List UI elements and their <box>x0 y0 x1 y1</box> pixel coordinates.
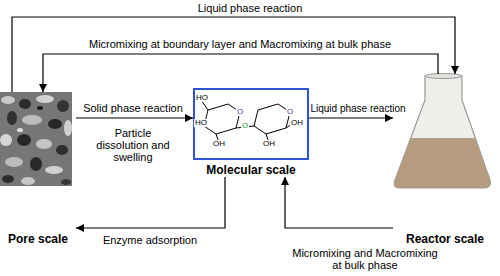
edge-label: Micromixing at boundary layer and Macrom… <box>40 38 440 50</box>
atom-label: OH <box>262 140 276 148</box>
scale-heading: Reactor scale <box>393 232 497 246</box>
scale-heading: Pore scale <box>0 232 76 246</box>
flask <box>394 74 490 189</box>
atom-label: HO <box>194 119 208 127</box>
connector-arrow <box>309 117 393 118</box>
atom-label: OH <box>212 140 226 148</box>
connector-arrow <box>285 177 393 228</box>
edge-label: Solid phase reaction <box>76 102 190 114</box>
sem-image <box>0 92 72 186</box>
atom-label: O <box>236 108 244 116</box>
image-node: Reactor scale <box>393 74 497 246</box>
atom-label: O <box>241 122 249 130</box>
edge-label: Micromixing and Macromixing at bulk phas… <box>290 247 440 271</box>
image-node: Pore scale <box>0 92 76 246</box>
connector-arrow <box>76 177 225 228</box>
atom-label: OH <box>290 119 304 127</box>
process-note: Particle dissolution and swelling <box>88 127 178 163</box>
atom-label: HO <box>195 94 209 102</box>
connector-arrow <box>12 17 455 92</box>
scale-heading: Molecular scale <box>193 163 309 177</box>
atom-label: O <box>286 108 294 116</box>
connector-arrow <box>43 54 438 92</box>
edge-label: Liquid phase reaction <box>150 2 350 14</box>
edge-label: Liquid phase reaction <box>306 103 410 115</box>
framed-box: Molecular scale <box>193 88 309 177</box>
connector-arrow <box>76 117 193 118</box>
molecule-structure <box>199 100 292 140</box>
edge-label: Enzyme adsorption <box>80 234 220 246</box>
